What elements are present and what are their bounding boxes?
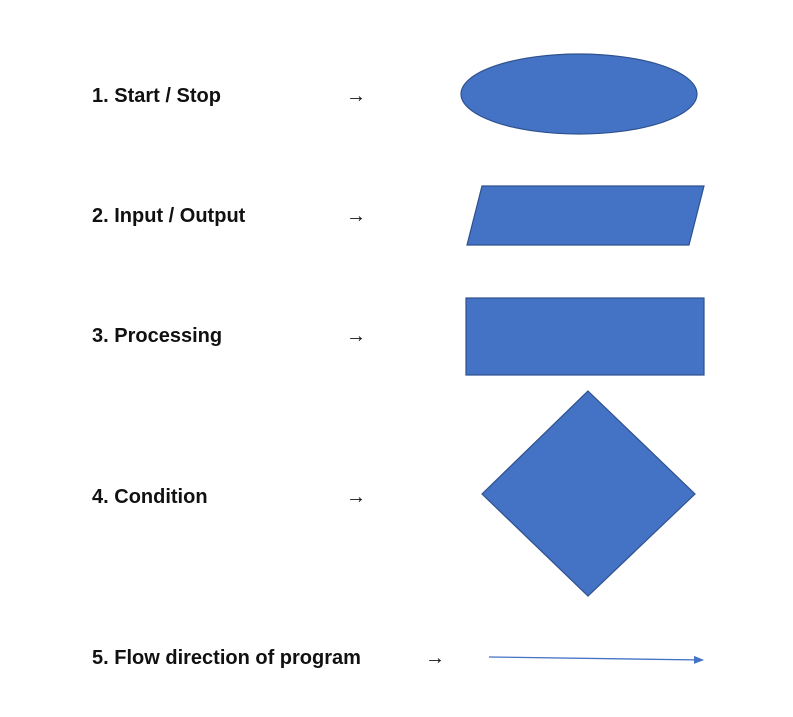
ellipse-shape <box>460 53 698 135</box>
row-text: Processing <box>114 325 223 347</box>
flow-line-arrow <box>488 655 704 664</box>
row-text: Flow direction of program <box>114 647 361 669</box>
row-text: Input / Output <box>114 205 246 227</box>
arrow-right-icon: → <box>425 647 445 669</box>
parallelogram-shape <box>466 185 705 246</box>
row-label-input-output: 2. Input / Output <box>92 204 245 228</box>
row-text: Start / Stop <box>114 85 221 107</box>
arrow-right-icon: → <box>346 486 366 508</box>
row-number: 3. <box>92 325 109 347</box>
row-number: 1. <box>92 85 109 107</box>
diamond-shape <box>481 390 696 597</box>
row-label-processing: 3. Processing <box>92 324 222 348</box>
row-label-start-stop: 1. Start / Stop <box>92 84 221 108</box>
row-label-condition: 4. Condition <box>92 485 208 509</box>
rectangle-shape <box>465 297 705 376</box>
row-number: 5. <box>92 647 109 669</box>
row-number: 4. <box>92 486 109 508</box>
arrow-right-icon: → <box>346 85 366 107</box>
arrow-right-icon: → <box>346 325 366 347</box>
row-number: 2. <box>92 205 109 227</box>
arrow-right-icon: → <box>346 205 366 227</box>
row-label-flow-direction: 5. Flow direction of program <box>92 646 361 670</box>
row-text: Condition <box>114 486 208 508</box>
